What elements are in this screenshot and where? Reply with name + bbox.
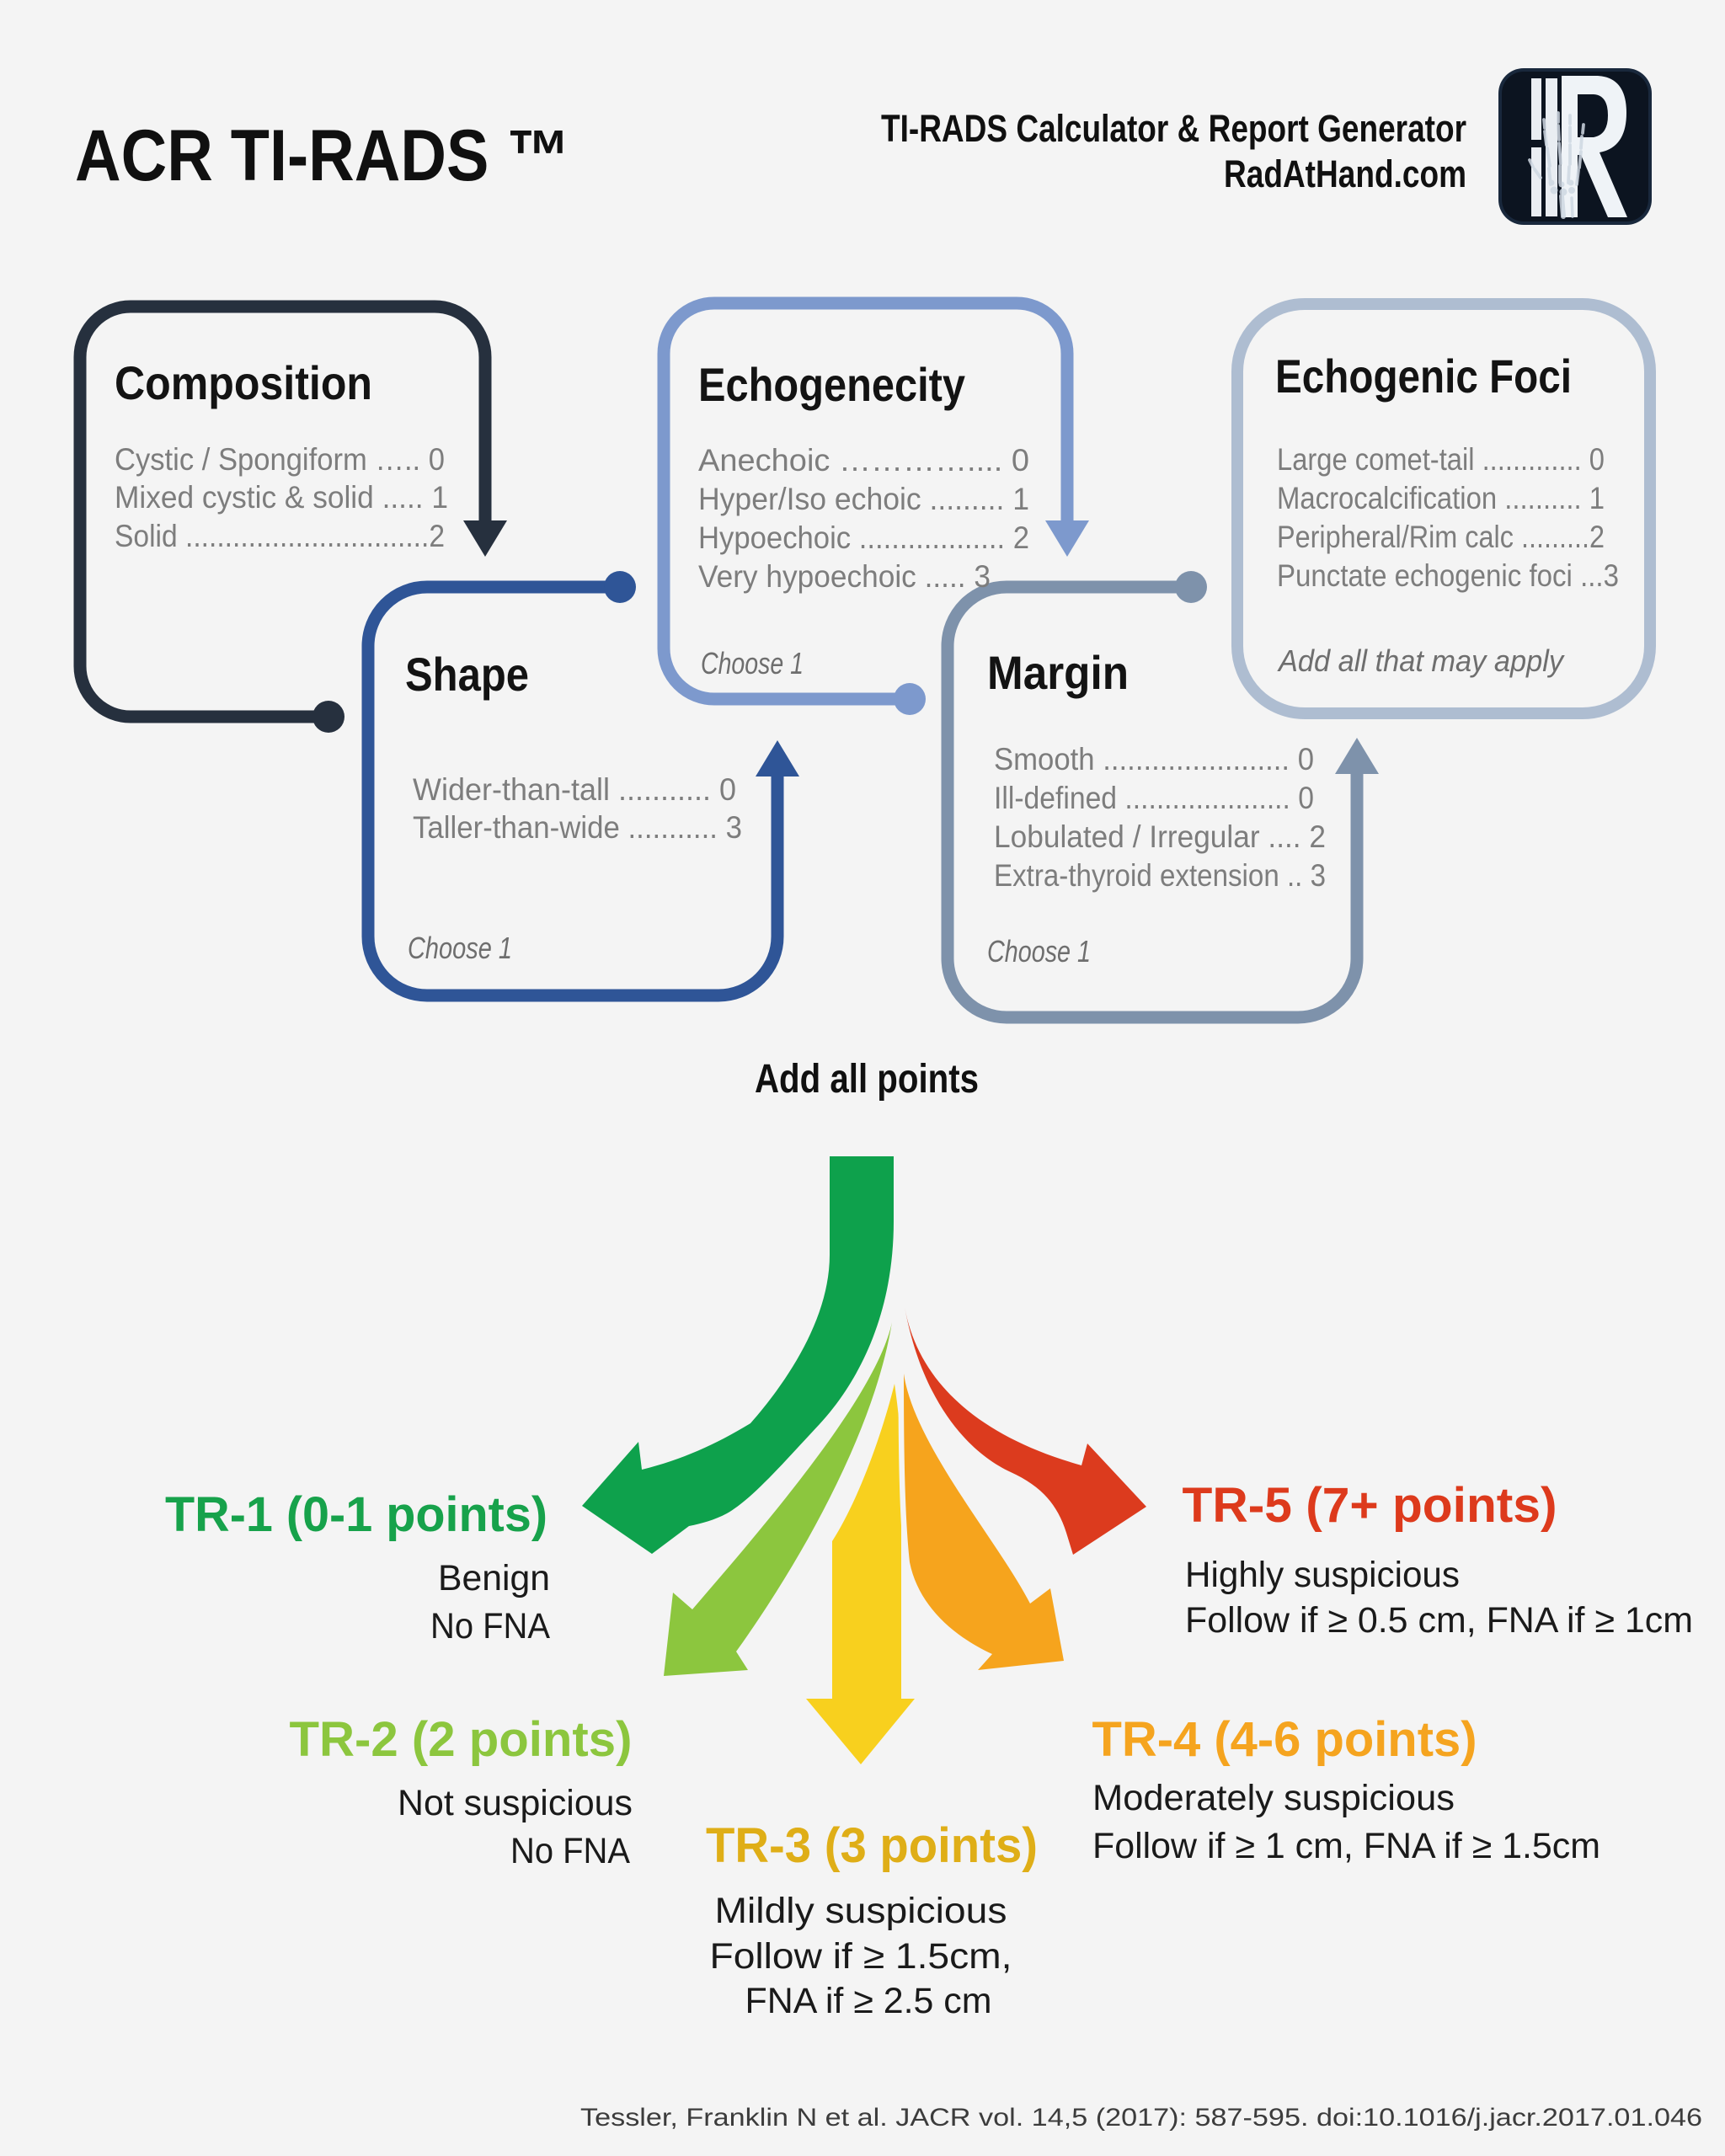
svg-text:Follow if ≥ 1.5cm,: Follow if ≥ 1.5cm,: [710, 1936, 1012, 1977]
svg-text:Large comet-tail .............: Large comet-tail ............. 0: [1277, 442, 1605, 477]
svg-text:Tessler, Franklin N et al. JAC: Tessler, Franklin N et al. JACR vol. 14,…: [580, 2104, 1702, 2132]
svg-text:Choose 1: Choose 1: [987, 934, 1091, 969]
svg-text:Solid ........................: Solid ...............................2: [115, 519, 445, 553]
svg-text:Follow if ≥ 0.5 cm, FNA if ≥ 1: Follow if ≥ 0.5 cm, FNA if ≥ 1cm: [1185, 1600, 1693, 1641]
svg-text:Shape: Shape: [405, 648, 529, 701]
svg-text:TR-4 (4-6 points): TR-4 (4-6 points): [1092, 1712, 1477, 1767]
svg-text:Extra-thyroid extension .. 3: Extra-thyroid extension .. 3: [994, 858, 1326, 893]
svg-text:RadAtHand.com: RadAtHand.com: [1224, 152, 1466, 195]
svg-text:Macrocalcification ..........: Macrocalcification .......... 1: [1277, 481, 1605, 515]
svg-text:No FNA: No FNA: [510, 1831, 630, 1871]
svg-text:Punctate echogenic foci ...3: Punctate echogenic foci ...3: [1277, 558, 1619, 593]
svg-text:Mixed cystic & solid ..... 1: Mixed cystic & solid ..... 1: [115, 480, 448, 515]
svg-text:Add all that may apply: Add all that may apply: [1277, 643, 1565, 678]
svg-text:Hyper/Iso echoic ......... 1: Hyper/Iso echoic ......... 1: [698, 482, 1029, 516]
svg-text:Choose 1: Choose 1: [408, 931, 512, 965]
svg-text:Taller-than-wide ........... 3: Taller-than-wide ........... 3: [413, 810, 742, 845]
svg-text:Not suspicious: Not suspicious: [398, 1783, 633, 1823]
svg-text:Margin: Margin: [987, 646, 1129, 699]
svg-text:Add all points: Add all points: [755, 1057, 979, 1102]
svg-text:Mildly suspicious: Mildly suspicious: [715, 1891, 1007, 1931]
svg-text:Choose 1: Choose 1: [701, 646, 804, 680]
svg-text:Echogenecity: Echogenecity: [698, 358, 965, 411]
svg-text:TR-1 (0-1 points): TR-1 (0-1 points): [165, 1487, 547, 1542]
svg-text:Very hypoechoic ..... 3: Very hypoechoic ..... 3: [698, 559, 991, 594]
svg-text:Anechoic ………….... 0: Anechoic ………….... 0: [698, 443, 1029, 478]
svg-text:TI-RADS Calculator & Report Ge: TI-RADS Calculator & Report Generator: [881, 107, 1466, 150]
svg-text:Cystic / Spongiform ….. 0: Cystic / Spongiform ….. 0: [115, 442, 445, 477]
svg-text:TR-2 (2 points): TR-2 (2 points): [290, 1712, 633, 1767]
svg-text:Composition: Composition: [115, 356, 372, 409]
svg-text:Moderately suspicious: Moderately suspicious: [1092, 1778, 1455, 1818]
svg-text:Wider-than-tall ........... 0: Wider-than-tall ........... 0: [413, 772, 736, 807]
svg-text:Benign: Benign: [438, 1558, 550, 1598]
svg-text:Follow if ≥ 1 cm, FNA if ≥ 1.5: Follow if ≥ 1 cm, FNA if ≥ 1.5cm: [1092, 1826, 1600, 1866]
svg-text:Highly suspicious: Highly suspicious: [1185, 1555, 1460, 1595]
svg-text:Smooth ......................: Smooth ....................... 0: [994, 742, 1314, 776]
svg-text:TR-5 (7+ points): TR-5 (7+ points): [1183, 1478, 1557, 1533]
svg-text:Peripheral/Rim calc .........2: Peripheral/Rim calc .........2: [1277, 520, 1605, 554]
svg-text:Ill-defined ..................: Ill-defined ..................... 0: [994, 781, 1314, 815]
svg-text:ACR TI-RADS ™: ACR TI-RADS ™: [75, 115, 570, 196]
svg-text:FNA if ≥ 2.5 cm: FNA if ≥ 2.5 cm: [745, 1981, 992, 2021]
svg-text:TR-3 (3 points): TR-3 (3 points): [706, 1818, 1038, 1873]
svg-text:Lobulated / Irregular .... 2: Lobulated / Irregular .... 2: [994, 819, 1326, 854]
svg-text:No FNA: No FNA: [430, 1606, 550, 1646]
svg-text:Hypoechoic ..................: Hypoechoic .................. 2: [698, 520, 1029, 555]
svg-text:Echogenic Foci: Echogenic Foci: [1275, 350, 1572, 403]
